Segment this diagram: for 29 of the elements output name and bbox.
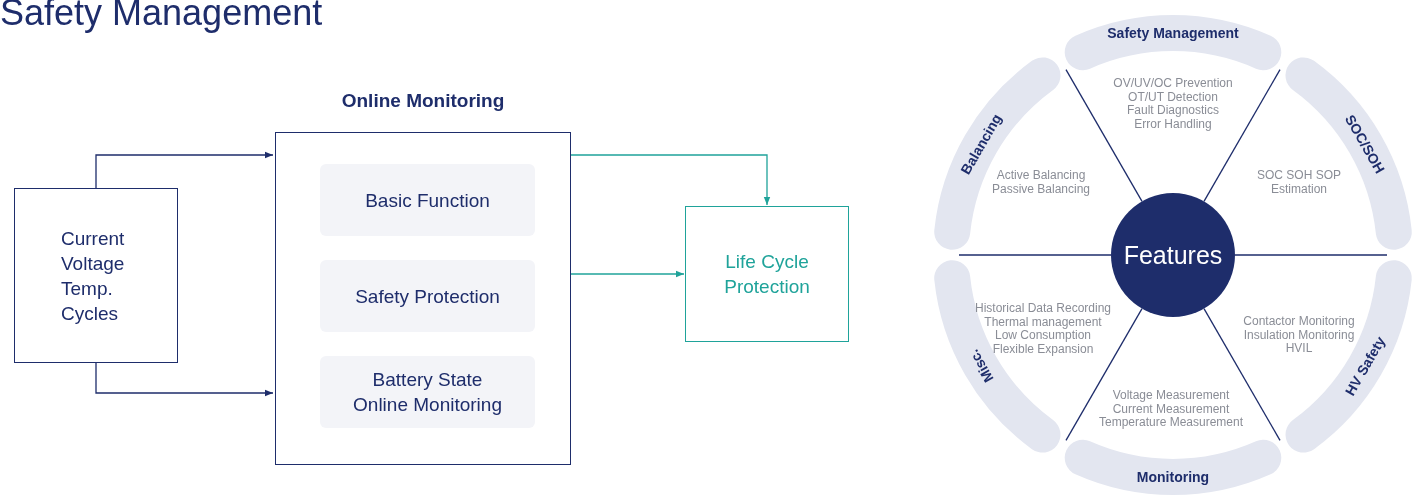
- feature-item: Historical Data Recording: [974, 301, 1112, 315]
- function-card: Basic Function: [320, 164, 535, 236]
- feature-item: Passive Balancing: [991, 182, 1091, 195]
- feature-item: Error Handling: [1134, 117, 1212, 130]
- feature-item: Voltage Measurement: [1112, 388, 1230, 402]
- feature-item: Low Consumption: [994, 328, 1092, 342]
- feature-item: Insulation Monitoring: [1243, 328, 1355, 341]
- feature-item: HVIL: [1285, 341, 1313, 355]
- feature-item: Thermal management: [984, 315, 1102, 328]
- arrow: [95, 151, 274, 189]
- segment-label: Safety Management: [1107, 25, 1239, 41]
- segment-label: Monitoring: [1136, 469, 1210, 485]
- feature-item: Flexible Expansion: [992, 342, 1094, 355]
- arrow: [570, 154, 771, 206]
- feature-item: Contactor Monitoring: [1243, 314, 1355, 328]
- arrow: [95, 362, 274, 397]
- feature-item: Estimation: [1271, 182, 1327, 195]
- input-box: Current Voltage Temp. Cycles: [14, 188, 178, 363]
- feature-item: Current Measurement: [1112, 402, 1230, 415]
- features-circle: Features: [1111, 193, 1235, 317]
- function-card: Battery State Online Monitoring: [320, 356, 535, 428]
- feature-item: SOC SOH SOP: [1257, 168, 1341, 182]
- function-card: Safety Protection: [320, 260, 535, 332]
- feature-item: OV/UV/OC Prevention: [1113, 76, 1233, 90]
- feature-item: OT/UT Detection: [1128, 90, 1218, 103]
- output-box: Life Cycle Protection: [685, 206, 849, 342]
- arrow: [570, 270, 685, 278]
- group-heading: Online Monitoring: [340, 90, 506, 112]
- feature-item: Fault Diagnostics: [1127, 103, 1219, 117]
